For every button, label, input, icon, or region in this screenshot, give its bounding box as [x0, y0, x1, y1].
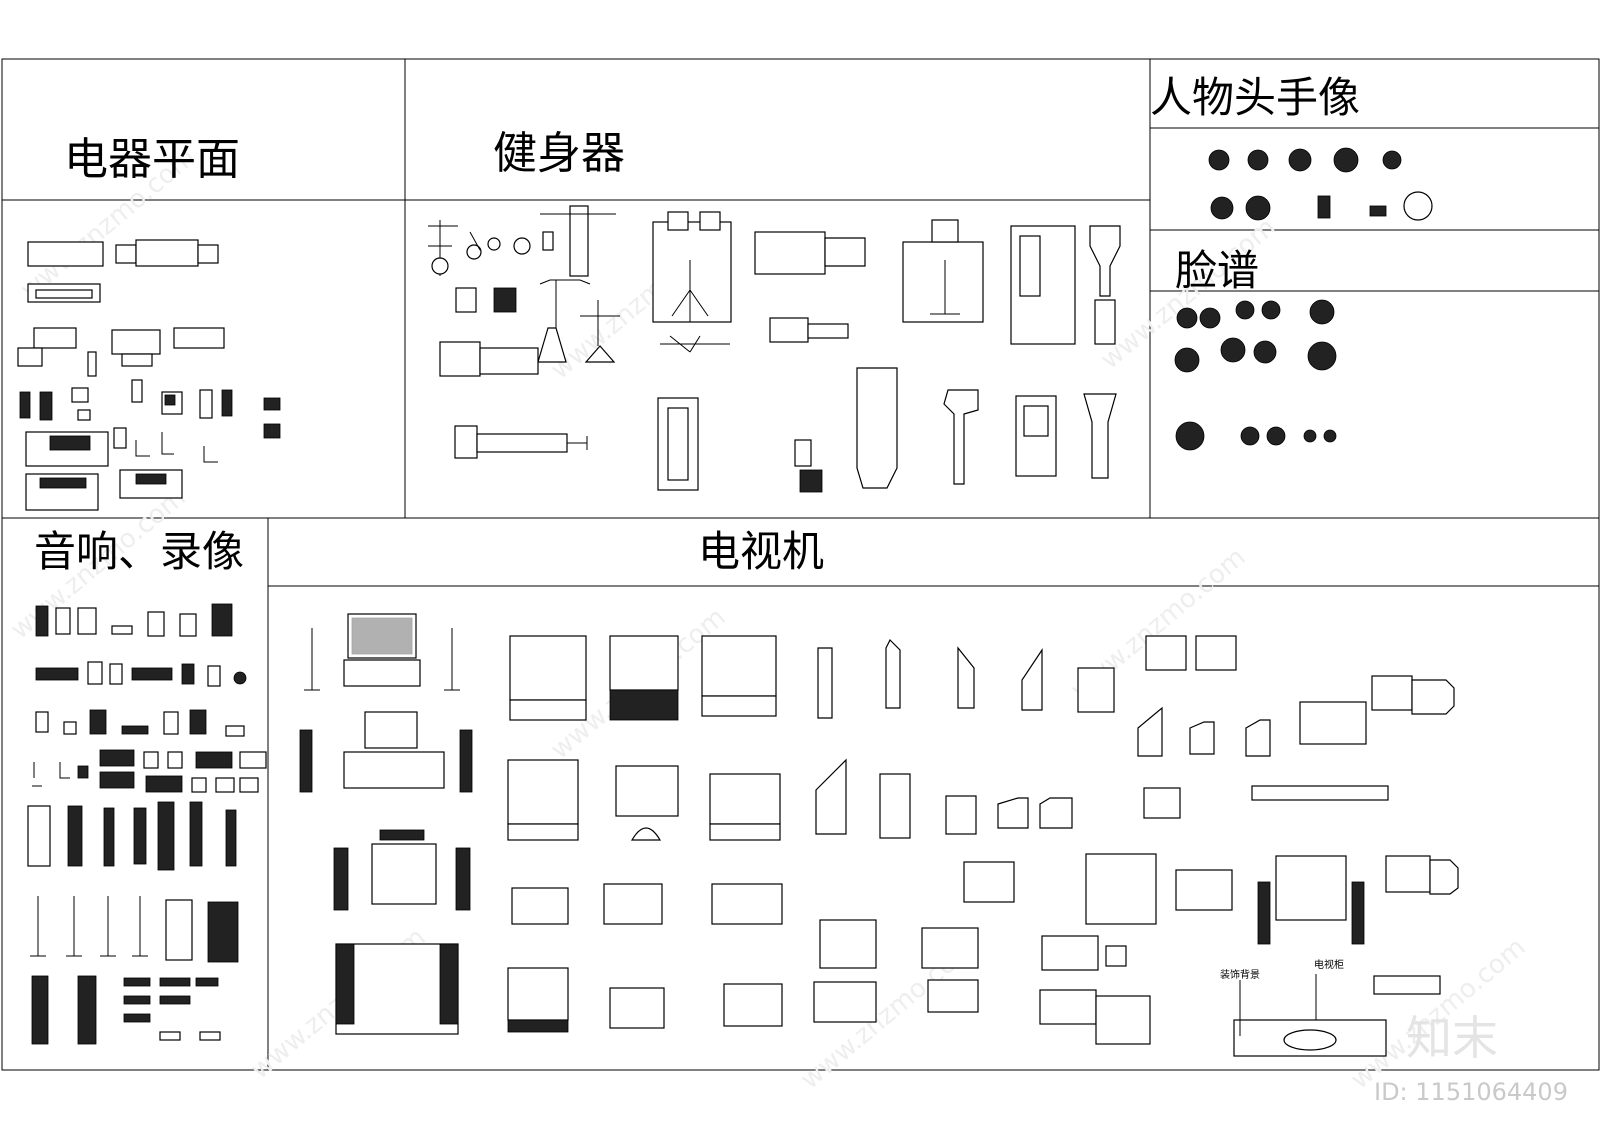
watermark-logo: 知末	[1406, 1011, 1498, 1065]
section-title-portraits: 人物头手像	[1150, 73, 1360, 122]
audio-video-symbols	[27, 603, 267, 1045]
watermark-id: ID: 1151064409	[1374, 1078, 1568, 1106]
facial-mask-symbols	[1174, 299, 1337, 451]
section-title-facial-masks: 脸谱	[1175, 246, 1259, 295]
television-symbols	[299, 613, 1459, 1057]
annotation-tv-cabinet: 电视柜	[1314, 958, 1344, 971]
section-title-fitness: 健身器	[493, 128, 625, 179]
annotation-decor-wall: 装饰背景	[1220, 968, 1260, 981]
section-title-appliance-plan: 电器平面	[64, 134, 240, 185]
section-title-audio-video-line: 音响、录像	[34, 527, 244, 576]
section-title-audio-video: 音响、录像	[34, 527, 244, 576]
sheet-grid	[1, 58, 1600, 1071]
fitness-symbols	[428, 205, 1121, 493]
portrait-symbols	[1208, 147, 1433, 221]
section-title-television: 电视机	[698, 527, 824, 576]
appliance-plan-symbols	[17, 239, 281, 511]
